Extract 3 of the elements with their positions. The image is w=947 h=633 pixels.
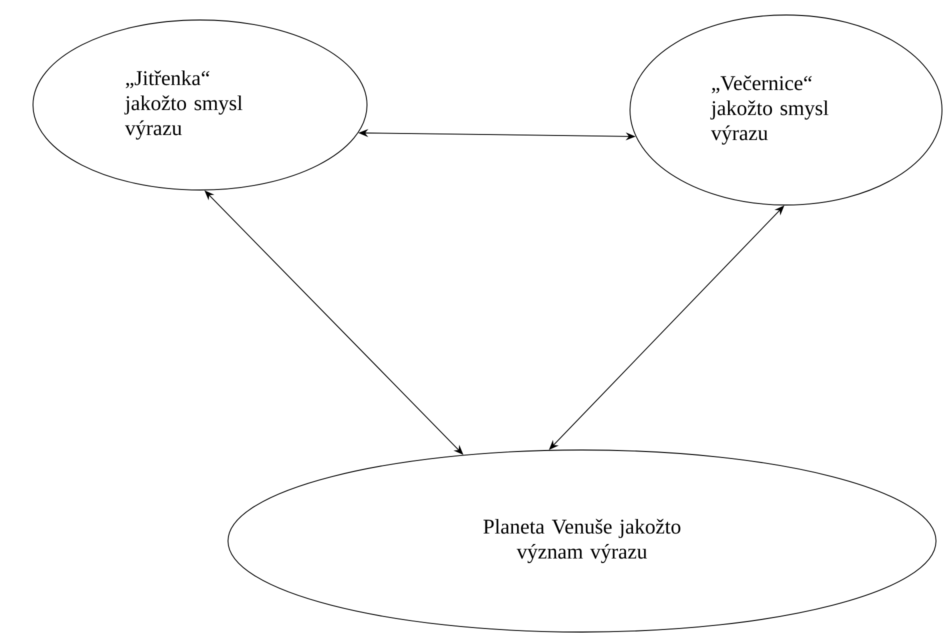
ellipse-node: „Jitřenka“ jakožto smysl výrazu (32, 20, 368, 190)
ellipse-node: „Večernice“ jakožto smysl výrazu (630, 14, 942, 206)
ellipse-node: Planeta Venuše jakožto význam výrazu (228, 450, 936, 632)
